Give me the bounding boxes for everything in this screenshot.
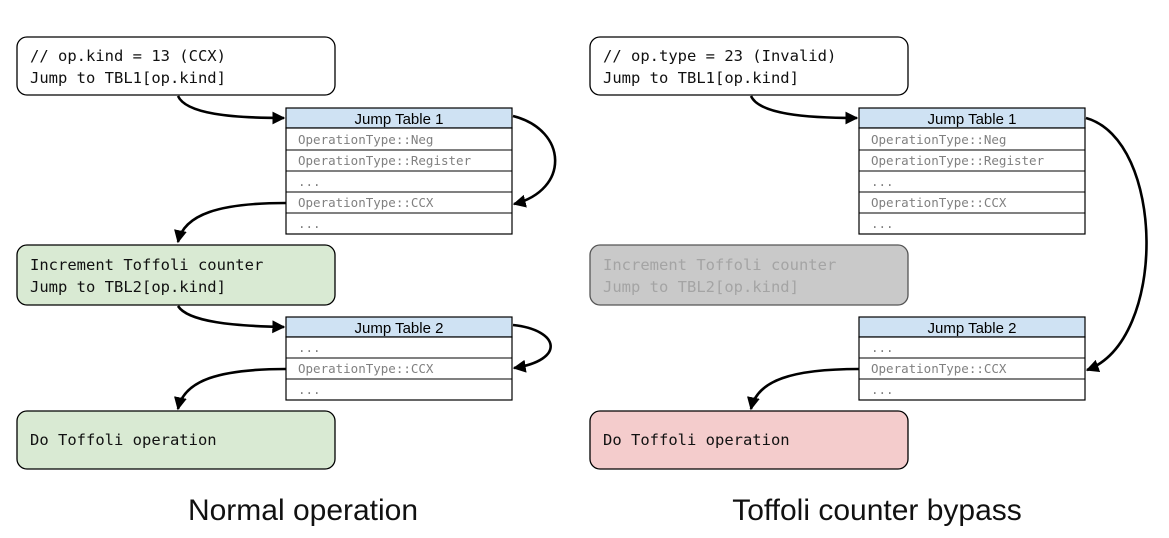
right-operation-line-1: Do Toffoli operation (603, 431, 790, 449)
left-jt1-row: ... (298, 216, 321, 231)
left-dispatch-line-2: Jump to TBL1[op.kind] (30, 69, 226, 87)
right-arrow-jt1-overflow-to-jt2 (1085, 116, 1148, 373)
left-jump-table-1-title: Jump Table 1 (355, 111, 444, 128)
right-jt2-row: ... (871, 340, 894, 355)
left-jt2-row-ccx: OperationType::CCX (298, 361, 434, 376)
right-jump-table-2-title: Jump Table 2 (928, 320, 1017, 337)
left-dispatch-line-1: // op.kind = 13 (CCX) (30, 47, 226, 65)
left-arrow-dispatch-to-jt1 (176, 95, 286, 125)
right-caption: Toffoli counter bypass (732, 494, 1022, 527)
left-panel: // op.kind = 13 (CCX) Jump to TBL1[op.ki… (16, 36, 557, 527)
right-jump-table-2: Jump Table 2 ... OperationType::CCX ... (858, 316, 1086, 401)
left-operation-line-1: Do Toffoli operation (30, 431, 217, 449)
left-caption: Normal operation (188, 494, 418, 527)
left-dispatch-box: // op.kind = 13 (CCX) Jump to TBL1[op.ki… (16, 36, 336, 96)
right-arrow-dispatch-to-jt1 (749, 95, 859, 125)
right-increment-line-1: Increment Toffoli counter (603, 256, 836, 274)
right-jump-table-1: Jump Table 1 OperationType::Neg Operatio… (858, 107, 1086, 235)
left-jump-table-1: Jump Table 1 OperationType::Neg Operatio… (285, 107, 513, 235)
left-operation-box: Do Toffoli operation (16, 410, 336, 470)
right-dispatch-box: // op.type = 23 (Invalid) Jump to TBL1[o… (589, 36, 909, 96)
right-increment-box-skipped: Increment Toffoli counter Jump to TBL2[o… (589, 244, 909, 306)
right-jt1-row-ccx: OperationType::CCX (871, 195, 1007, 210)
left-jt1-row: ... (298, 174, 321, 189)
right-arrow-jt2-to-operation (747, 367, 860, 411)
left-jt2-row: ... (298, 382, 321, 397)
right-jt1-row: OperationType::Register (871, 153, 1045, 168)
left-jt1-row: OperationType::Register (298, 153, 472, 168)
right-jt1-row: ... (871, 174, 894, 189)
right-jt2-row-ccx: OperationType::CCX (871, 361, 1007, 376)
right-panel: // op.type = 23 (Invalid) Jump to TBL1[o… (589, 36, 1148, 527)
left-jump-table-2: Jump Table 2 ... OperationType::CCX ... (285, 316, 513, 401)
left-jt1-row-ccx: OperationType::CCX (298, 195, 434, 210)
left-increment-line-1: Increment Toffoli counter (30, 256, 263, 274)
left-arrow-jt1-to-increment (174, 201, 287, 244)
left-arrow-increment-to-jt2 (176, 305, 286, 334)
right-dispatch-line-2: Jump to TBL1[op.kind] (603, 69, 799, 87)
right-jt1-row: OperationType::Neg (871, 132, 1006, 147)
left-jump-table-2-title: Jump Table 2 (355, 320, 444, 337)
right-dispatch-line-1: // op.type = 23 (Invalid) (603, 47, 836, 65)
left-arrow-jt1-self-loop (512, 114, 557, 208)
right-jt1-row: ... (871, 216, 894, 231)
right-increment-line-2: Jump to TBL2[op.kind] (603, 278, 799, 296)
left-increment-line-2: Jump to TBL2[op.kind] (30, 278, 226, 296)
right-jump-table-1-title: Jump Table 1 (928, 111, 1017, 128)
left-jt2-row: ... (298, 340, 321, 355)
right-operation-box: Do Toffoli operation (589, 410, 909, 470)
left-jt1-row: OperationType::Neg (298, 132, 433, 147)
left-arrow-jt2-to-operation (174, 367, 287, 411)
right-jt2-row: ... (871, 382, 894, 397)
left-arrow-jt2-self-loop (512, 323, 552, 373)
left-increment-box: Increment Toffoli counter Jump to TBL2[o… (16, 244, 336, 306)
